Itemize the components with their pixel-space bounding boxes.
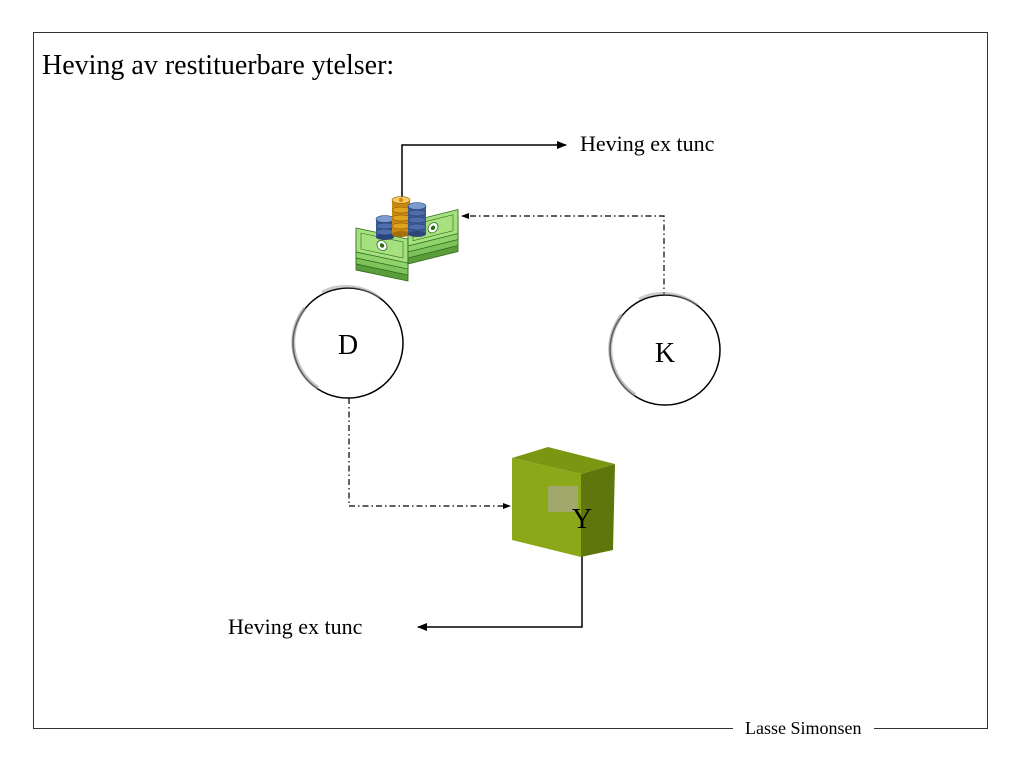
arrow-goods-to-heving (417, 553, 583, 631)
label-heving-bottom: Heving ex tunc (228, 614, 363, 639)
label-heving-top: Heving ex tunc (580, 131, 715, 156)
node-debtor: D (291, 284, 404, 399)
node-creditor: K (608, 291, 721, 406)
node-debtor-label: D (338, 330, 358, 361)
node-goods-label: Y (572, 504, 592, 535)
arrow-k-to-money (461, 213, 665, 298)
footer-author: Lasse Simonsen (733, 718, 874, 739)
page-title: Heving av restituerbare ytelser: (42, 50, 395, 81)
money-stack-icon (355, 196, 459, 282)
node-creditor-label: K (655, 338, 675, 369)
arrow-d-to-goods (348, 398, 511, 509)
green-cube-icon: Y (512, 447, 615, 557)
slide-frame (33, 32, 988, 729)
arrow-money-to-heving (401, 141, 567, 198)
